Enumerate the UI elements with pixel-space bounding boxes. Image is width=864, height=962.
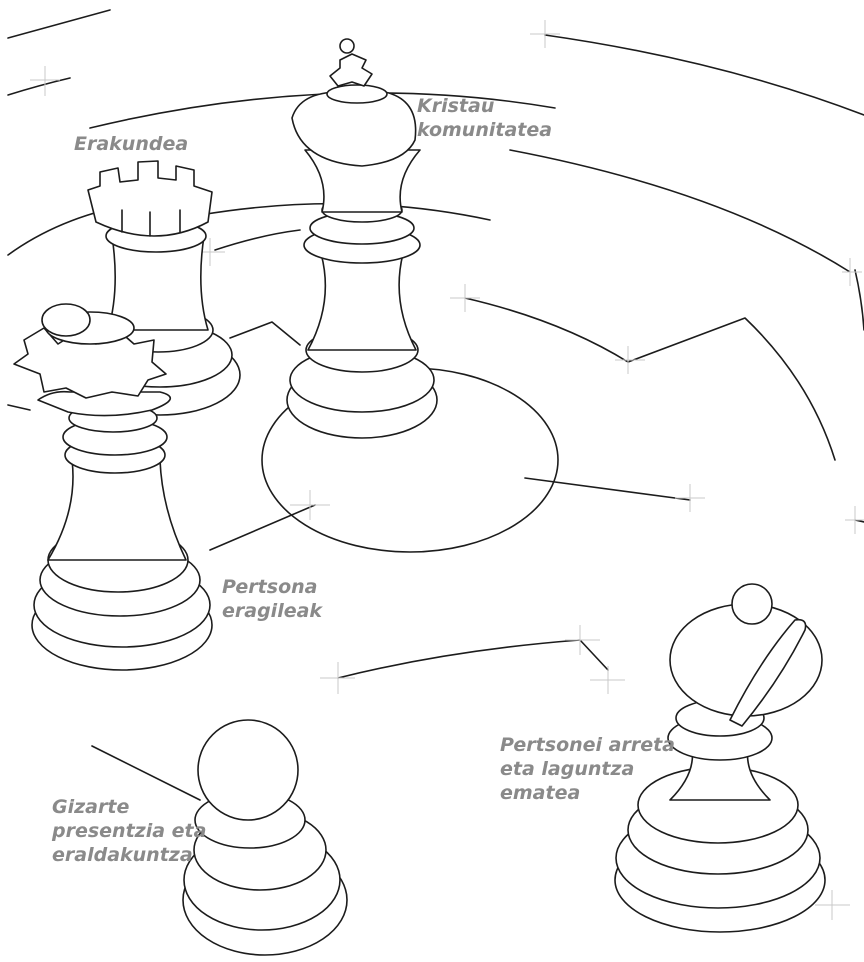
label-erakundea: Erakundea [74, 132, 188, 156]
label-pertsona-eragileak: Pertsona eragileak [222, 575, 322, 623]
pawn-piece [183, 720, 347, 955]
ring-2-right [855, 270, 864, 330]
king-piece [287, 39, 437, 438]
ring-3-right [510, 150, 850, 272]
pertsona-connector [210, 505, 315, 550]
label-pertsonei-arreta: Pertsonei arreta eta laguntza ematea [500, 733, 675, 805]
pawn-connector [92, 746, 200, 800]
ring-1-left [215, 230, 300, 250]
outer-ring-left [8, 78, 70, 95]
label-gizarte-presentzia: Gizarte presentzia eta eraldakuntza [52, 795, 206, 867]
ring-1-right-a [465, 298, 835, 460]
ring-link-1 [230, 322, 300, 345]
label-kristau-komunitatea: Kristau komunitatea [417, 94, 552, 142]
bottom-arc [338, 640, 608, 678]
ring-inner-left [8, 405, 30, 410]
outer-ring-top [8, 10, 110, 38]
outer-ring-right [545, 35, 864, 115]
